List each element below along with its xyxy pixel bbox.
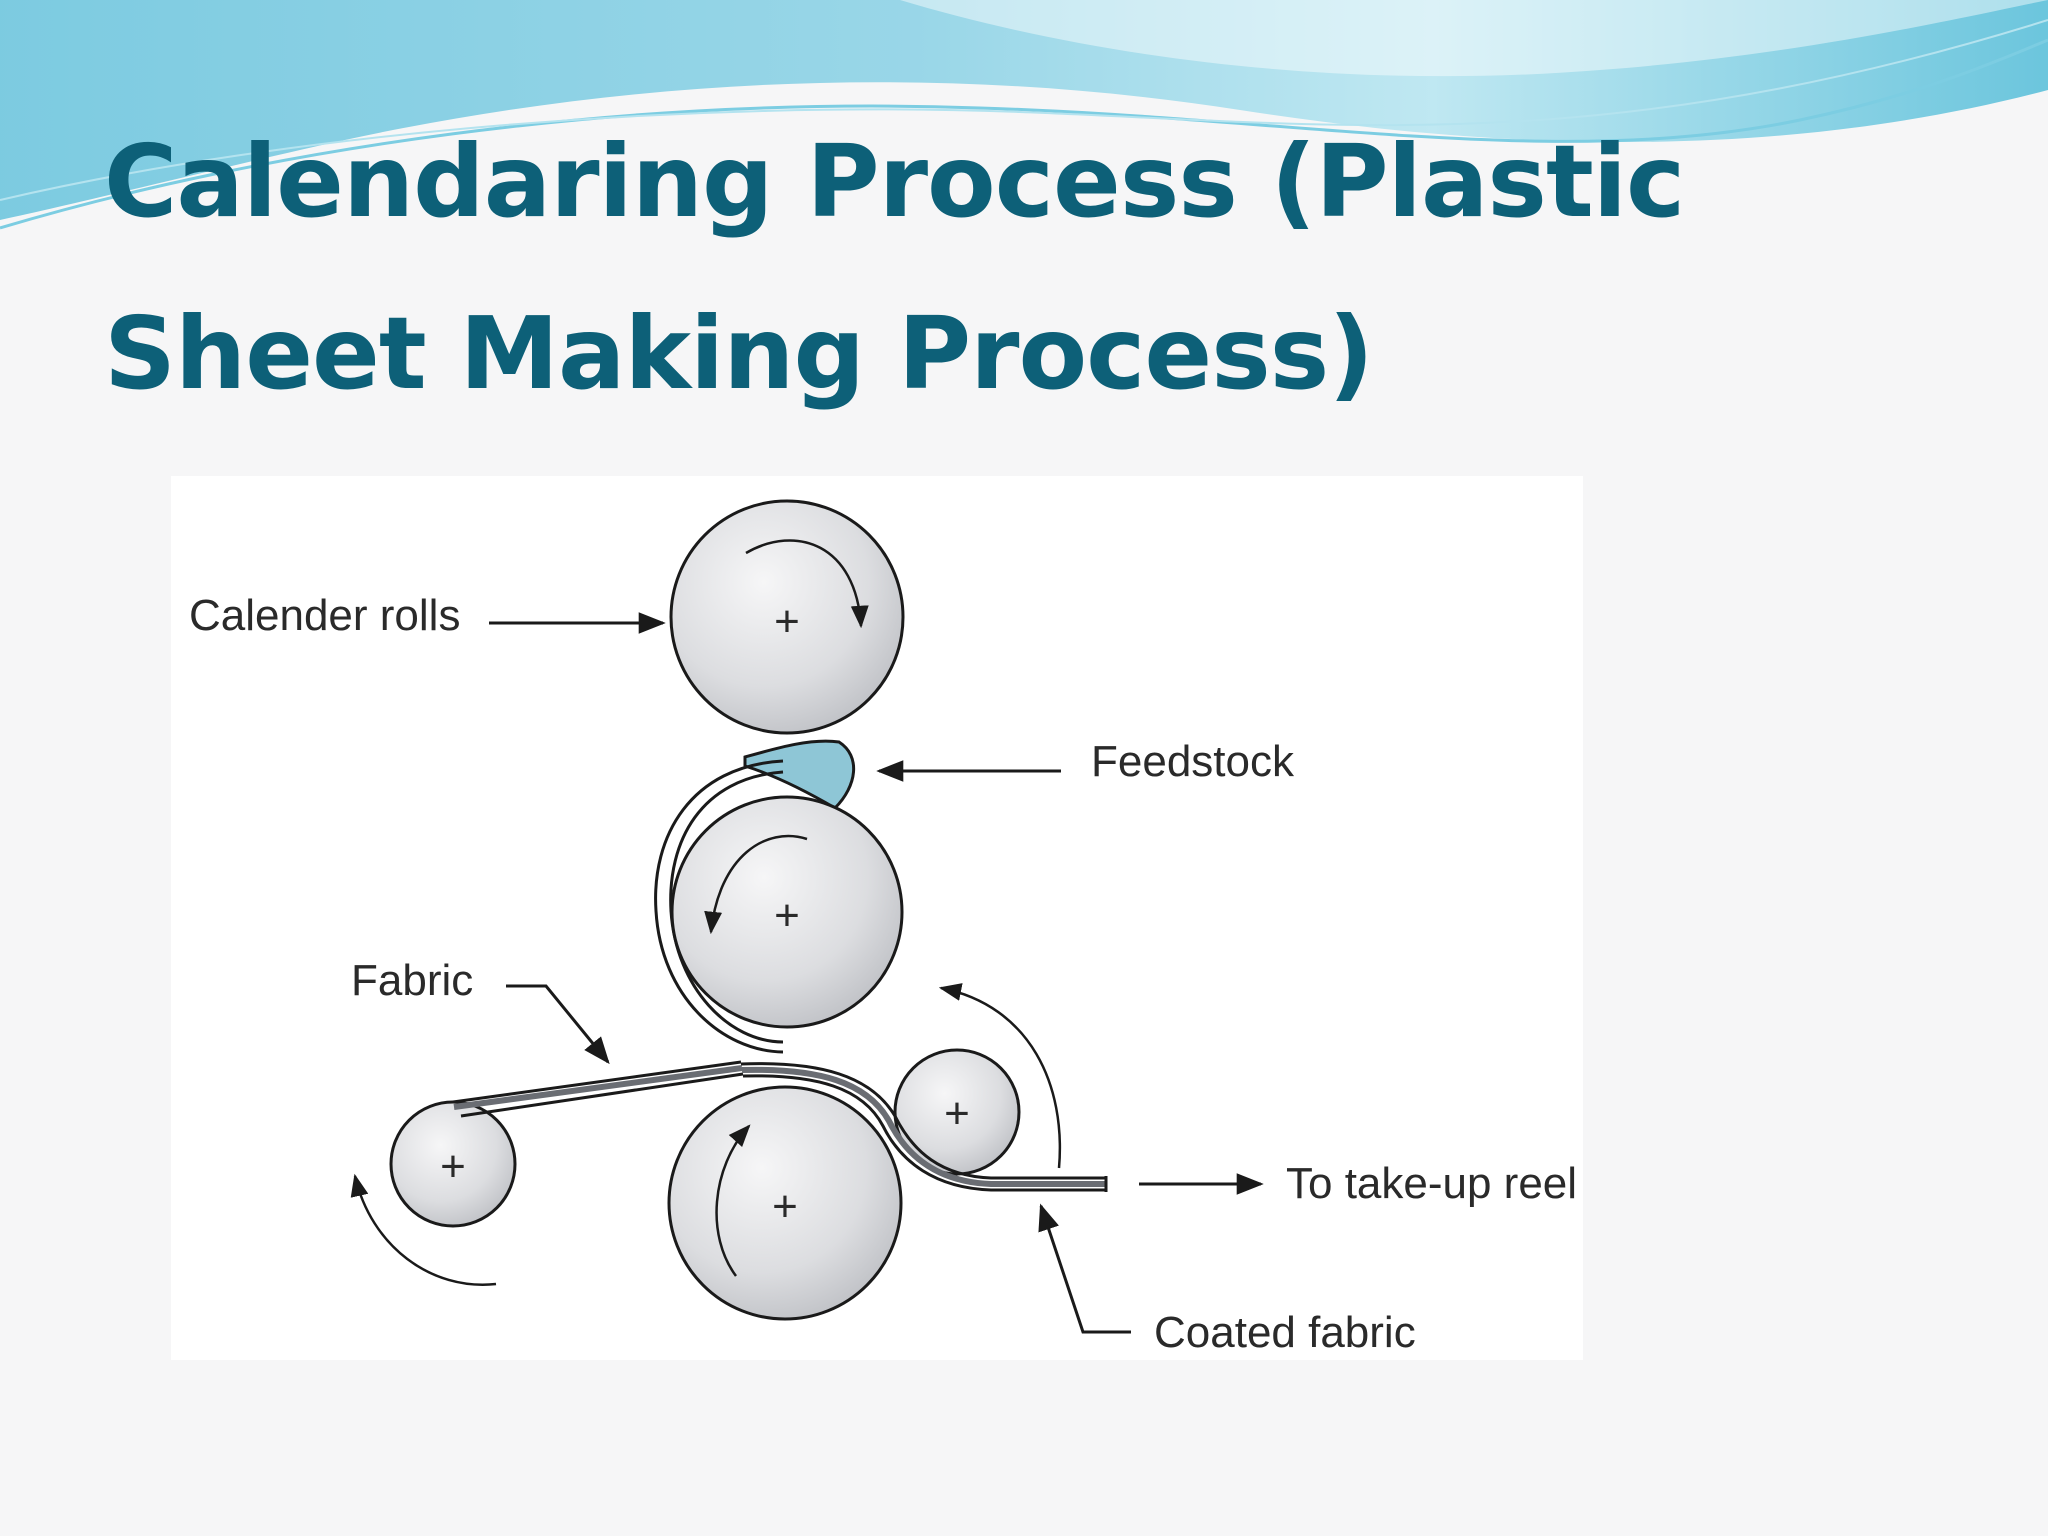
label-feedstock: Feedstock [1091,737,1295,786]
fabric-supply-roll: + [389,1100,517,1228]
label-calender-rolls: Calender rolls [189,591,460,640]
page-title-line-1: Calendaring Process (Plastic [104,123,1685,240]
middle-roll-rotation-arrow [704,834,808,935]
roll-center-mark: + [774,597,800,646]
bottom-roll-rotation-arrow [715,1124,751,1277]
fabric-roll-rotation-arrow [350,1173,497,1286]
middle-calender-roll: + [654,759,904,1054]
fabric-strip [452,1060,744,1118]
coated-fabric-strip [740,1062,1108,1192]
label-fabric: Fabric [351,956,473,1005]
page-title: Calendaring Process (Plastic Sheet Makin… [104,96,1954,440]
guide-roll: + [893,1048,1021,1176]
roll-center-mark: + [774,891,800,940]
roll-center-mark: + [944,1089,970,1138]
label-to-take-up-reel: To take-up reel [1286,1159,1577,1208]
calendaring-diagram: + + + + + [171,476,1583,1360]
label-coated-fabric: Coated fabric [1154,1308,1416,1357]
fabric-pointer [506,984,610,1065]
roll-center-mark: + [440,1142,466,1191]
header-wave-decoration [0,0,2048,230]
page-title-line-2: Sheet Making Process) [104,295,1374,412]
top-roll-rotation-arrow [745,539,869,629]
top-calender-roll: + [669,499,905,735]
coated-fabric-pointer [1038,1203,1131,1334]
bottom-calender-roll: + [667,1085,903,1321]
feedstock-bead [743,739,855,810]
guide-roll-rotation-arrow [938,983,1062,1169]
roll-center-mark: + [772,1182,798,1231]
